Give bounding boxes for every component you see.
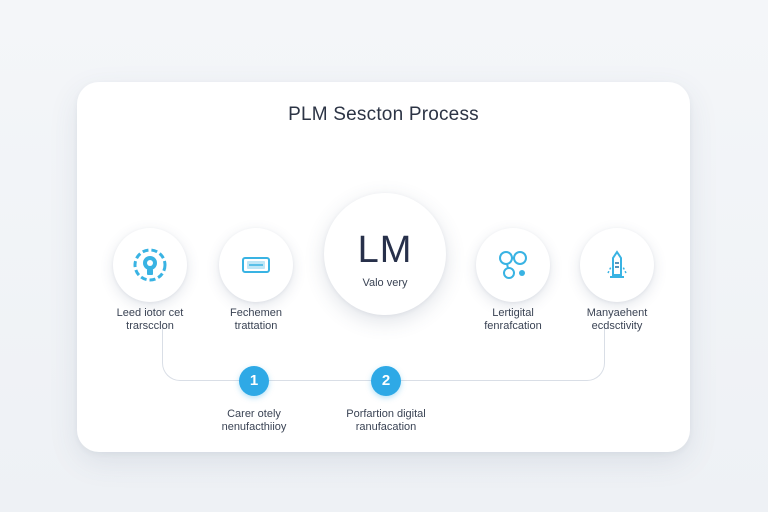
node-2[interactable] [219, 228, 293, 302]
node-3-label: Lertigital fenrafcation [453, 307, 573, 333]
node-1[interactable] [113, 228, 187, 302]
node-3-line2: fenrafcation [484, 320, 542, 332]
step-1-line2: nenufacthiioy [221, 421, 287, 433]
step-2-label: Porfartion digital ranufacation [326, 408, 446, 434]
step-2-line1: Porfartion digital [346, 408, 426, 420]
node-4-line1: Manyaehent [586, 307, 648, 319]
node-4-line2: ecdsctivity [591, 320, 643, 332]
bottle-rocket-icon [597, 245, 637, 285]
step-2-badge[interactable]: 2 [371, 366, 401, 396]
node-1-label: Leed iotor cet trarscclon [90, 307, 210, 333]
step-1-label: Carer otely nenufacthiioy [194, 408, 314, 434]
center-subtitle: Valo very [362, 277, 408, 289]
node-3-line1: Lertigital [492, 307, 534, 319]
node-1-line2: trarscclon [126, 320, 174, 332]
center-node[interactable]: LM Valo very [324, 193, 446, 315]
diagram-title: PLM Sescton Process [288, 104, 479, 125]
process-card: PLM Sescton Process Leed iotor cet trars… [77, 82, 690, 452]
step-1-badge[interactable]: 1 [239, 366, 269, 396]
node-1-line1: Leed iotor cet [116, 307, 184, 319]
step-1-line1: Carer otely [227, 408, 281, 420]
node-2-label: Fechemen trattation [196, 307, 316, 333]
node-2-line2: trattation [234, 320, 278, 332]
node-3[interactable] [476, 228, 550, 302]
device-card-icon [236, 245, 276, 285]
node-4[interactable] [580, 228, 654, 302]
center-title: LM [357, 229, 413, 271]
molecule-network-icon [491, 243, 535, 287]
node-4-label: Manyaehent ecdsctivity [557, 307, 677, 333]
node-2-line1: Fechemen [230, 307, 282, 319]
lightbulb-gear-icon [130, 245, 170, 285]
step-2-line2: ranufacation [355, 421, 417, 433]
